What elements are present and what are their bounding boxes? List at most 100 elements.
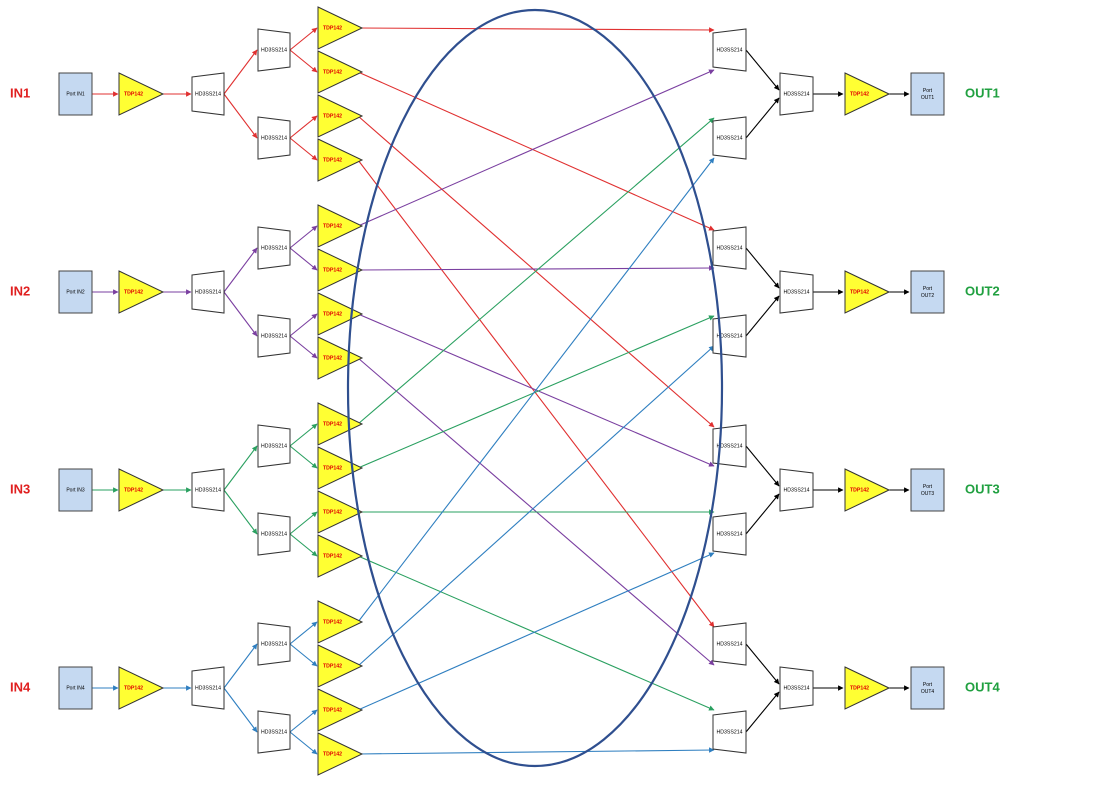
- fanout-redriver-3-1: TDP142: [317, 402, 364, 446]
- output-label-3: OUT3: [965, 481, 1000, 496]
- combine-mux-2-1-label: HD3SS214: [717, 245, 743, 251]
- input-redriver-3-label: TDP142: [124, 487, 143, 493]
- input-port-4-label: Port IN4: [66, 685, 85, 691]
- split-mux-3-1-label: HD3SS214: [261, 443, 287, 449]
- connection-line: [289, 247, 318, 271]
- fanout-redriver-2-3-label: TDP142: [323, 311, 342, 317]
- output-mux-4-label: HD3SS214: [784, 685, 810, 691]
- connection-line: [289, 335, 318, 359]
- split-mux-1-2: HD3SS214: [257, 116, 291, 160]
- fanout-redriver-4-2-triangle: [317, 644, 364, 688]
- combine-mux-1-2-shape: [712, 116, 747, 160]
- cross-line-3-1: [357, 117, 715, 425]
- fanout-redriver-4-1: TDP142: [317, 600, 364, 644]
- output-port-2-label: OUT2: [921, 293, 935, 299]
- fanout-redriver-1-2-triangle: [317, 50, 364, 94]
- output-redriver-1-triangle: [844, 72, 891, 116]
- fanout-redriver-1-3: TDP142: [317, 94, 364, 138]
- input-port-1: Port IN1: [58, 72, 93, 116]
- combine-mux-1-1: HD3SS214: [712, 28, 747, 72]
- fanout-redriver-4-2-label: TDP142: [323, 663, 342, 669]
- connection-line: [745, 49, 780, 91]
- cross-line-1-1: [357, 27, 715, 33]
- connection-line: [745, 691, 780, 733]
- input-label-4: IN4: [10, 679, 31, 694]
- combine-mux-1-2: HD3SS214: [712, 116, 747, 160]
- split-mux-4-1: HD3SS214: [257, 622, 291, 666]
- split-mux-4-2-label: HD3SS214: [261, 729, 287, 735]
- output-mux-4-shape: [779, 666, 814, 710]
- split-mux-2-2-shape: [257, 314, 291, 358]
- input-label-3: IN3: [10, 481, 30, 496]
- cross-line-4-4: [357, 747, 715, 755]
- cross-line-3-2: [357, 315, 715, 469]
- input-mux-2: HD3SS214: [191, 270, 225, 314]
- combine-mux-1-1-shape: [712, 28, 747, 72]
- combine-mux-2-2: HD3SS214: [712, 314, 747, 358]
- output-mux-3: HD3SS214: [779, 468, 814, 512]
- fanout-redriver-1-4-label: TDP142: [323, 157, 342, 163]
- input-mux-3-label: HD3SS214: [195, 487, 221, 493]
- combine-mux-4-2-shape: [712, 710, 747, 754]
- connection-line: [223, 247, 258, 293]
- split-mux-3-1: HD3SS214: [257, 424, 291, 468]
- combine-mux-3-2-shape: [712, 512, 747, 556]
- connection-line: [289, 49, 318, 73]
- connection-line: [289, 621, 318, 645]
- output-port-1-box: [910, 72, 945, 116]
- fanout-redriver-1-1-triangle: [317, 6, 364, 50]
- input-redriver-2: TDP142: [118, 270, 165, 314]
- output-redriver-4-label: TDP142: [850, 685, 869, 691]
- output-redriver-1: TDP142: [844, 72, 891, 116]
- fanout-redriver-2-3: TDP142: [317, 292, 364, 336]
- split-mux-4-2: HD3SS214: [257, 710, 291, 754]
- fanout-redriver-3-3-label: TDP142: [323, 509, 342, 515]
- split-mux-4-1-label: HD3SS214: [261, 641, 287, 647]
- output-redriver-4-triangle: [844, 666, 891, 710]
- connection-line: [223, 445, 258, 491]
- input-redriver-2-triangle: [118, 270, 165, 314]
- input-mux-3-shape: [191, 468, 225, 512]
- fanout-redriver-2-2: TDP142: [317, 248, 364, 292]
- fanout-redriver-1-2-label: TDP142: [323, 69, 342, 75]
- fanout-redriver-2-3-triangle: [317, 292, 364, 336]
- input-mux-1-label: HD3SS214: [195, 91, 221, 97]
- output-mux-2: HD3SS214: [779, 270, 814, 314]
- split-mux-2-2: HD3SS214: [257, 314, 291, 358]
- combine-mux-2-2-label: HD3SS214: [717, 333, 743, 339]
- fanout-redriver-2-2-label: TDP142: [323, 267, 342, 273]
- fanout-redriver-3-1-label: TDP142: [323, 421, 342, 427]
- fanout-redriver-1-4: TDP142: [317, 138, 364, 182]
- output-redriver-2: TDP142: [844, 270, 891, 314]
- split-mux-1-1: HD3SS214: [257, 28, 291, 72]
- cross-line-2-1: [357, 69, 715, 227]
- input-port-1-box: [58, 72, 93, 116]
- input-port-4: Port IN4: [58, 666, 93, 710]
- combine-mux-4-1-shape: [712, 622, 747, 666]
- fanout-redriver-1-1-label: TDP142: [323, 25, 342, 31]
- split-mux-1-2-label: HD3SS214: [261, 135, 287, 141]
- connection-line: [289, 533, 318, 557]
- output-port-4-box: [910, 666, 945, 710]
- fanout-redriver-2-4-label: TDP142: [323, 355, 342, 361]
- cross-line-1-4: [357, 159, 715, 628]
- fanout-redriver-4-3: TDP142: [317, 688, 364, 732]
- connection-line: [223, 291, 258, 337]
- fanout-redriver-3-4-label: TDP142: [323, 553, 342, 559]
- fanout-redriver-4-1-triangle: [317, 600, 364, 644]
- input-mux-4: HD3SS214: [191, 666, 225, 710]
- output-mux-2-label: HD3SS214: [784, 289, 810, 295]
- input-redriver-1-triangle: [118, 72, 165, 116]
- combine-mux-4-2: HD3SS214: [712, 710, 747, 754]
- output-mux-2-shape: [779, 270, 814, 314]
- cross-line-2-2: [357, 265, 715, 271]
- connection-line: [289, 313, 318, 337]
- output-label-4: OUT4: [965, 679, 1000, 694]
- fanout-redriver-3-1-triangle: [317, 402, 364, 446]
- split-mux-3-2-label: HD3SS214: [261, 531, 287, 537]
- combine-mux-2-1: HD3SS214: [712, 226, 747, 270]
- cross-line-4-2: [357, 345, 715, 667]
